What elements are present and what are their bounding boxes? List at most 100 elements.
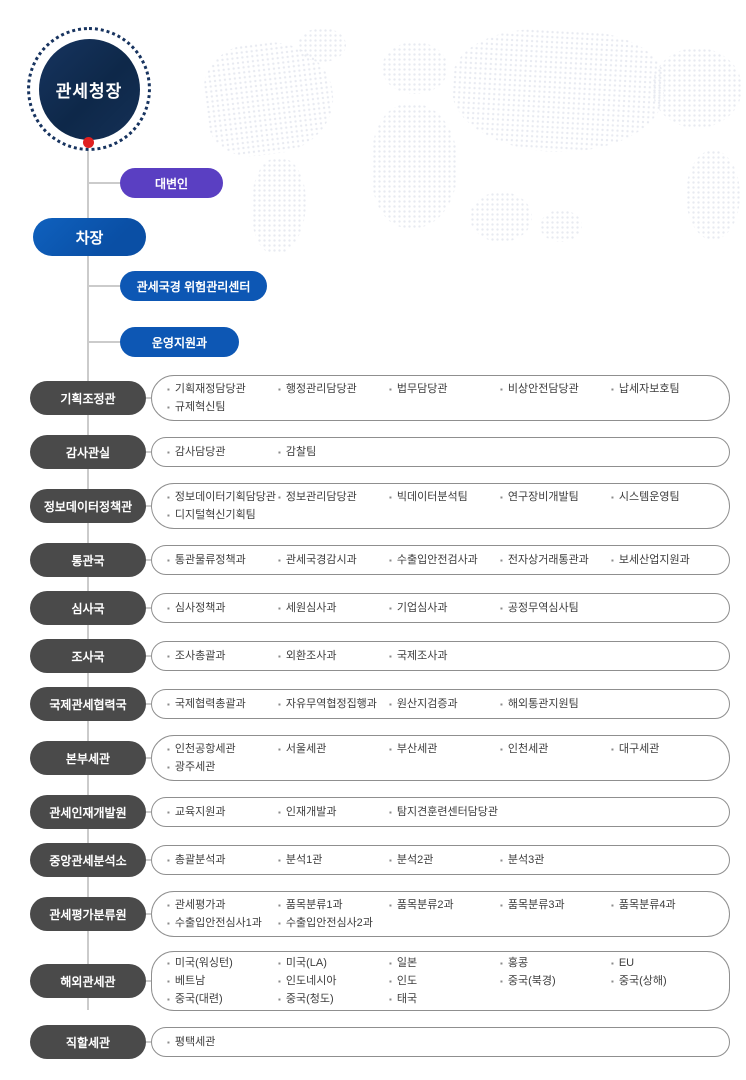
unit-item: 수출입안전심사2과 (278, 916, 389, 931)
unit-item: 납세자보호팀 (611, 382, 722, 397)
unit-list-box: 인천공항세관서울세관부산세관인천세관대구세관광주세관 (151, 735, 730, 781)
unit-item: 법무담당관 (389, 382, 500, 397)
world-map-region (382, 42, 448, 94)
unit-list-box: 조사총괄과외환조사과국제조사과 (151, 641, 730, 671)
unit-item: 품목분류1과 (278, 898, 389, 913)
unit-item: 정보관리담당관 (278, 490, 389, 505)
unit-item: 심사정책과 (167, 601, 278, 616)
unit-list-box: 평택세관 (151, 1027, 730, 1057)
department-row: 정보데이터정책관정보데이터기획담당관정보관리담당관빅데이터분석팀연구장비개발팀시… (0, 483, 746, 529)
unit-item: 중국(청도) (278, 992, 389, 1007)
unit-item: 품목분류3과 (500, 898, 611, 913)
department-pill[interactable]: 본부세관 (30, 741, 146, 775)
unit-item: 중국(북경) (500, 974, 611, 989)
department-row: 본부세관인천공항세관서울세관부산세관인천세관대구세관광주세관 (0, 735, 746, 781)
department-pill[interactable]: 직할세관 (30, 1025, 146, 1059)
connector-line (88, 182, 120, 184)
department-pill[interactable]: 통관국 (30, 543, 146, 577)
connector-line (146, 980, 151, 982)
unit-item: 품목분류2과 (389, 898, 500, 913)
department-row: 심사국 심사정책과세원심사과기업심사과공정무역심사팀 (0, 591, 746, 625)
world-map-region (652, 48, 742, 128)
connector-line (146, 1041, 151, 1043)
unit-item: 관세평가과 (167, 898, 278, 913)
world-map-region (448, 24, 668, 158)
unit-item: 부산세관 (389, 742, 500, 757)
connector-line (146, 811, 151, 813)
unit-item: 중국(대련) (167, 992, 278, 1007)
department-pill[interactable]: 기획조정관 (30, 381, 146, 415)
department-row: 기획조정관기획재정담당관행정관리담당관법무담당관비상안전담당관납세자보호팀규제혁… (0, 375, 746, 421)
department-pill[interactable]: 조사국 (30, 639, 146, 673)
connector-line (146, 859, 151, 861)
department-pill[interactable]: 심사국 (30, 591, 146, 625)
unit-item: 외환조사과 (278, 649, 389, 664)
department-pill[interactable]: 정보데이터정책관 (30, 489, 146, 523)
unit-item: 분석3관 (500, 853, 611, 868)
operation-support-pill[interactable]: 운영지원과 (120, 327, 239, 357)
department-pill[interactable]: 감사관실 (30, 435, 146, 469)
connector-line (88, 341, 120, 343)
risk-management-center-pill[interactable]: 관세국경 위험관리센터 (120, 271, 267, 301)
unit-item: 미국(LA) (278, 956, 389, 971)
unit-list-box: 미국(워싱턴)미국(LA)일본홍콩EU베트남인도네시아인도중국(북경)중국(상해… (151, 951, 730, 1011)
connector-line (146, 757, 151, 759)
unit-item: 감사담당관 (167, 445, 278, 460)
red-dot-marker (83, 137, 94, 148)
connector-line (146, 559, 151, 561)
unit-item: 정보데이터기획담당관 (167, 490, 278, 505)
unit-item: 행정관리담당관 (278, 382, 389, 397)
world-map-region (540, 210, 582, 242)
unit-item: 인도네시아 (278, 974, 389, 989)
connector-line (146, 451, 151, 453)
unit-list-box: 통관물류정책과관세국경감시과수출입안전검사과전자상거래통관과보세산업지원과 (151, 545, 730, 575)
department-pill[interactable]: 해외관세관 (30, 964, 146, 998)
department-row: 국제관세협력국국제협력총괄과자유무역협정집행과원산지검증과해외통관지원팀 (0, 687, 746, 721)
unit-item: 감찰팀 (278, 445, 389, 460)
connector-line (88, 285, 120, 287)
unit-item: 광주세관 (167, 760, 278, 775)
department-pill[interactable]: 관세인재개발원 (30, 795, 146, 829)
unit-item: 수출입안전검사과 (389, 553, 500, 568)
unit-item: 국제조사과 (389, 649, 500, 664)
department-row: 해외관세관미국(워싱턴)미국(LA)일본홍콩EU베트남인도네시아인도중국(북경)… (0, 951, 746, 1011)
world-map-region (252, 158, 306, 254)
unit-item: 시스템운영팀 (611, 490, 722, 505)
connector-line (146, 505, 151, 507)
world-map-region (372, 104, 458, 228)
unit-item: 기업심사과 (389, 601, 500, 616)
unit-item: 공정무역심사팀 (500, 601, 611, 616)
deputy-commissioner-pill[interactable]: 차장 (33, 218, 146, 256)
unit-item: 통관물류정책과 (167, 553, 278, 568)
unit-item: 태국 (389, 992, 500, 1007)
unit-item: 원산지검증과 (389, 697, 500, 712)
unit-item: 분석1관 (278, 853, 389, 868)
department-pill[interactable]: 중앙관세분석소 (30, 843, 146, 877)
connector-line (146, 655, 151, 657)
department-pill[interactable]: 관세평가분류원 (30, 897, 146, 931)
unit-item: 총괄분석과 (167, 853, 278, 868)
unit-item: 국제협력총괄과 (167, 697, 278, 712)
department-row: 중앙관세분석소총괄분석과분석1관분석2관분석3관 (0, 843, 746, 877)
unit-item: 관세국경감시과 (278, 553, 389, 568)
unit-list-box: 감사담당관감찰팀 (151, 437, 730, 467)
unit-item: 교육지원과 (167, 805, 278, 820)
department-pill[interactable]: 국제관세협력국 (30, 687, 146, 721)
unit-item: 인천세관 (500, 742, 611, 757)
unit-list-box: 관세평가과품목분류1과품목분류2과품목분류3과품목분류4과수출입안전심사1과수출… (151, 891, 730, 937)
unit-list-box: 총괄분석과분석1관분석2관분석3관 (151, 845, 730, 875)
unit-item: 미국(워싱턴) (167, 956, 278, 971)
unit-item: 탐지견훈련센터담당관 (389, 805, 500, 820)
world-map-region (470, 192, 532, 242)
commissioner-node[interactable]: 관세청장 (27, 27, 151, 151)
unit-item: 홍콩 (500, 956, 611, 971)
unit-item: 전자상거래통관과 (500, 553, 611, 568)
unit-item: 분석2관 (389, 853, 500, 868)
unit-item: 대구세관 (611, 742, 722, 757)
unit-item: 해외통관지원팀 (500, 697, 611, 712)
unit-item: 수출입안전심사1과 (167, 916, 278, 931)
connector-line (146, 607, 151, 609)
spokesperson-pill[interactable]: 대변인 (120, 168, 223, 198)
unit-item: 세원심사과 (278, 601, 389, 616)
